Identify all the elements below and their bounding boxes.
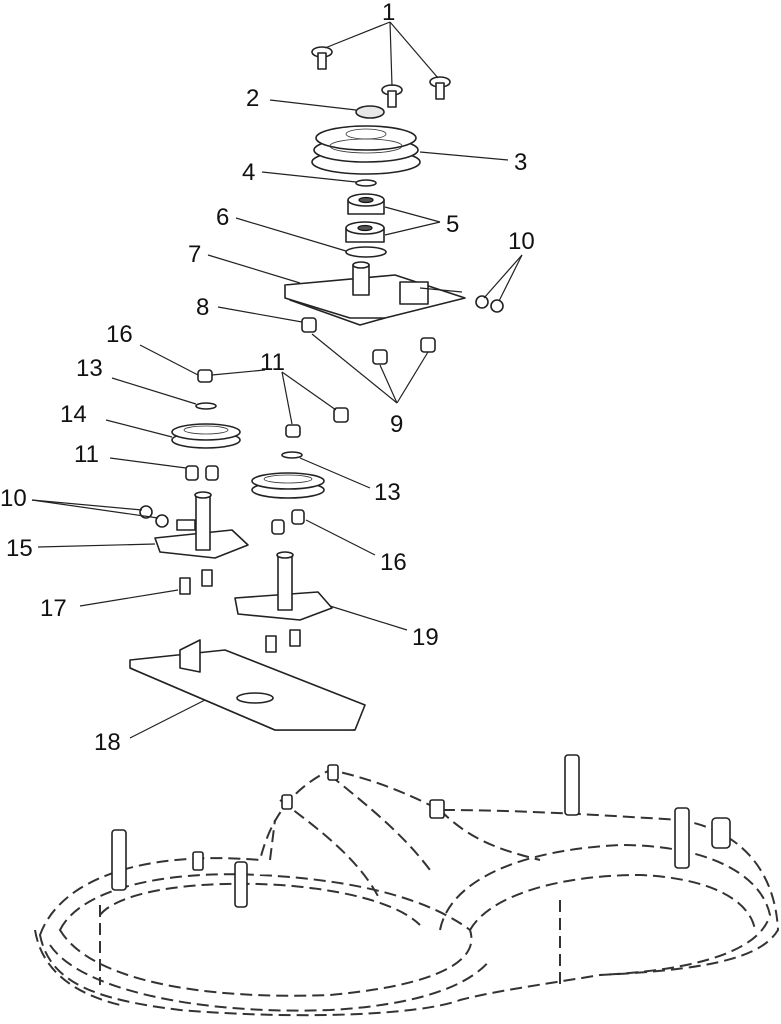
callout-3: 3 [514,149,527,176]
callout-15: 15 [6,535,33,562]
nut-part-8 [301,317,317,333]
idler-arm-part-19 [234,551,333,653]
callout-11-upper: 11 [260,349,285,376]
bearings-part-5 [345,193,385,243]
callout-7: 7 [188,241,201,268]
callout-6: 6 [216,204,229,231]
callout-13-right: 13 [374,479,401,506]
callout-labels: 1 2 3 4 5 6 7 8 9 10 10 11 11 13 13 14 1… [0,0,535,756]
callout-11-left: 11 [74,441,99,468]
callout-4: 4 [242,159,255,186]
callout-13-left: 13 [76,355,103,382]
pulley-part-14 [171,423,241,449]
spacer-part-2 [355,105,385,119]
callout-1: 1 [382,0,395,26]
pulley-right [251,472,325,499]
idler-bracket-part-7 [284,261,466,326]
carriage-bolt-part-1 [311,46,451,108]
callout-17: 17 [40,595,67,622]
callout-5: 5 [446,211,459,238]
callout-19: 19 [412,624,439,651]
callout-8: 8 [196,294,209,321]
nuts-part-10-right [475,295,504,313]
callout-14: 14 [60,401,87,428]
nuts-part-9 [372,337,436,365]
idler-arm-part-15 [154,491,249,595]
leader-lines [31,21,523,739]
callout-9: 9 [390,411,403,438]
callout-2: 2 [246,85,259,112]
callout-10-left: 10 [0,485,27,512]
washer-part-6 [345,246,387,258]
callout-16-right: 16 [380,549,407,576]
callout-16-upper: 16 [106,321,133,348]
small-hardware [139,369,349,535]
callout-18: 18 [94,729,121,756]
callout-10-upper: 10 [508,228,535,255]
mower-deck [34,754,780,1017]
mounting-plate-part-18 [129,639,366,731]
double-pulley-part-3 [311,125,421,175]
snap-ring-part-4 [355,179,377,187]
